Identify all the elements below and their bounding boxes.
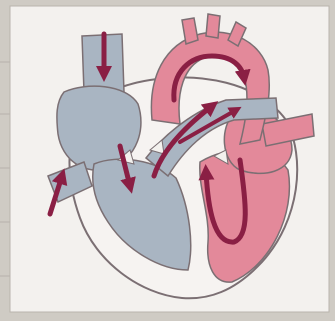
- notebook-lines: [0, 62, 10, 276]
